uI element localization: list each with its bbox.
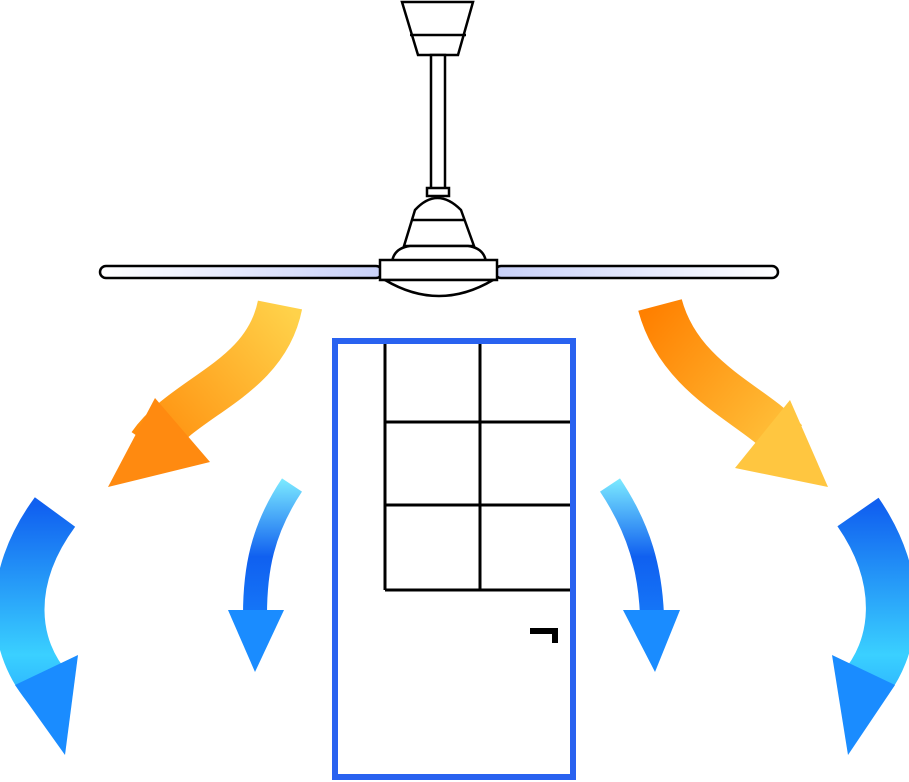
warm-airflow-arrow-left <box>108 299 303 487</box>
door-window-grid <box>383 344 570 592</box>
warm-airflow-arrow-right <box>638 298 828 487</box>
ceiling-fan <box>98 0 780 298</box>
motor-housing <box>402 196 476 248</box>
blade-right <box>493 264 780 280</box>
door-handle <box>530 628 558 643</box>
motor-base <box>390 244 488 264</box>
blade-hub <box>378 258 499 282</box>
light-bowl <box>380 278 498 298</box>
door <box>332 338 576 780</box>
cool-airflow-arrow-large-right <box>832 497 909 755</box>
cool-airflow-arrow-small-left <box>228 478 303 672</box>
fan-canopy <box>400 0 475 57</box>
door-frame <box>332 338 576 780</box>
cool-airflow-arrow-large-left <box>0 497 78 755</box>
blade-left <box>98 264 384 280</box>
downrod-collar <box>425 186 451 198</box>
cool-airflow-arrow-small-right <box>599 478 680 672</box>
fan-downrod <box>429 53 447 192</box>
